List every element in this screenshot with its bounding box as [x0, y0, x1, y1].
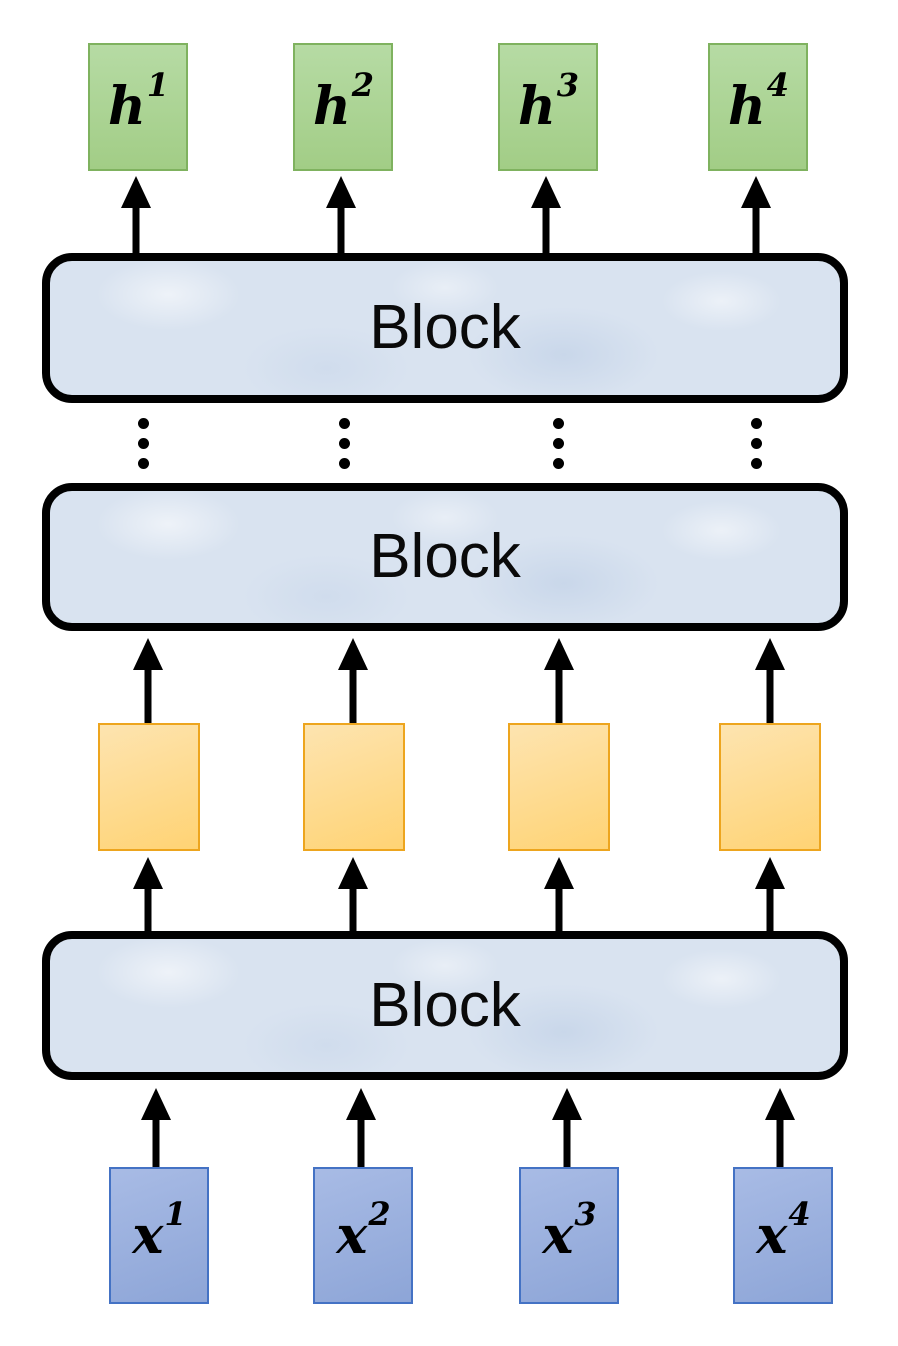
arrow-up-icon: [121, 176, 151, 255]
arrow-up-icon: [133, 638, 163, 723]
hidden-vector-box-2: [303, 723, 405, 851]
input-label: x: [132, 1204, 164, 1266]
arrow-shaft: [349, 883, 357, 933]
arrow-up-icon: [531, 176, 561, 255]
arrow-shaft: [152, 1114, 160, 1167]
arrow-up-icon: [326, 176, 356, 255]
arrow-shaft: [132, 202, 140, 255]
hidden-vector-box-3: [508, 723, 610, 851]
ellipsis-dots-icon: [138, 418, 149, 469]
arrow-shaft: [144, 664, 152, 723]
input-label: x: [756, 1204, 788, 1266]
arrow-up-icon: [755, 638, 785, 723]
output-label: h: [312, 76, 351, 137]
input-superscript: 3: [574, 1194, 597, 1233]
arrow-up-icon: [141, 1088, 171, 1167]
hidden-vector-box-1: [98, 723, 200, 851]
output-superscript: 4: [766, 66, 790, 104]
arrow-up-icon: [133, 857, 163, 933]
arrow-shaft: [555, 883, 563, 933]
hidden-vector-box-4: [719, 723, 821, 851]
arrow-up-icon: [338, 638, 368, 723]
arrow-shaft: [752, 202, 760, 255]
input-label: x: [542, 1204, 574, 1266]
arrow-up-icon: [346, 1088, 376, 1167]
arrow-shaft: [776, 1114, 784, 1167]
arrow-up-icon: [338, 857, 368, 933]
arrow-shaft: [542, 202, 550, 255]
input-superscript: 1: [164, 1194, 187, 1233]
block-middle: Block: [42, 483, 848, 631]
block-label: Block: [369, 293, 521, 362]
block-label: Block: [369, 970, 521, 1040]
arrow-up-icon: [755, 857, 785, 933]
arrow-shaft: [357, 1114, 365, 1167]
arrow-up-icon: [544, 638, 574, 723]
output-label: h: [517, 76, 556, 137]
arrow-shaft: [349, 664, 357, 723]
input-superscript: 4: [788, 1194, 811, 1233]
output-superscript: 1: [146, 66, 170, 104]
arrow-shaft: [555, 664, 563, 723]
output-superscript: 2: [351, 66, 375, 104]
ellipsis-dots-icon: [553, 418, 564, 469]
block-label: Block: [369, 522, 521, 591]
arrow-shaft: [563, 1114, 571, 1167]
block-bottom: Block: [42, 931, 848, 1080]
arrow-up-icon: [552, 1088, 582, 1167]
ellipsis-dots-icon: [339, 418, 350, 469]
arrow-up-icon: [544, 857, 574, 933]
input-superscript: 2: [368, 1194, 391, 1233]
arrow-shaft: [144, 883, 152, 933]
input-label: x: [336, 1204, 368, 1266]
output-label: h: [107, 76, 146, 137]
arrow-shaft: [337, 202, 345, 255]
arrow-shaft: [766, 664, 774, 723]
ellipsis-dots-icon: [751, 418, 762, 469]
arrow-up-icon: [741, 176, 771, 255]
block-top: Block: [42, 253, 848, 403]
output-superscript: 3: [556, 66, 580, 104]
output-label: h: [727, 76, 766, 137]
arrow-up-icon: [765, 1088, 795, 1167]
arrow-shaft: [766, 883, 774, 933]
